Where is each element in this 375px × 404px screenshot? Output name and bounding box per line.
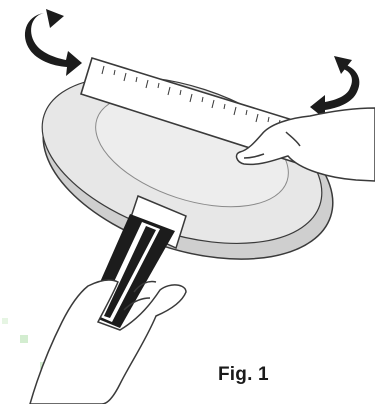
- rotate-left-icon: [25, 9, 82, 76]
- left-hand: [30, 280, 186, 404]
- figure-caption: Fig. 1: [218, 364, 269, 386]
